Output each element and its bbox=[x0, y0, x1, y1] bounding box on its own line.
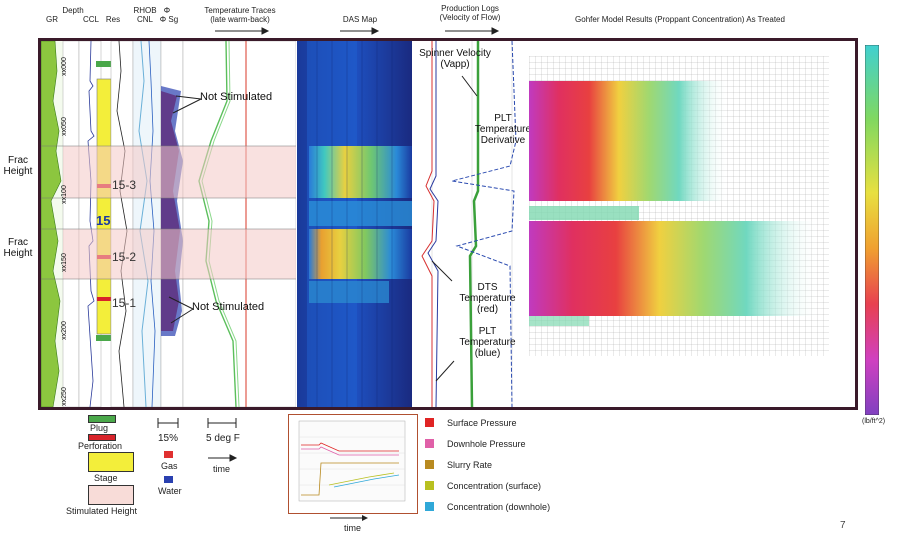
treatment-inset bbox=[288, 414, 418, 514]
header-res: Res bbox=[105, 15, 121, 24]
pressure-legend-swatch bbox=[425, 439, 434, 448]
stage-number: 15 bbox=[96, 213, 111, 228]
header-phi: Φ bbox=[163, 6, 171, 15]
header-ccl: CCL bbox=[82, 15, 99, 24]
header-phi-sg: Φ Sg bbox=[159, 15, 179, 24]
frac-height-label: Frac Height bbox=[3, 155, 33, 177]
inset-time-arrow bbox=[330, 515, 368, 521]
pressure-legend-swatch bbox=[425, 418, 434, 427]
depth-tick: xx050 bbox=[60, 117, 68, 136]
frac-height-label: Frac Height bbox=[3, 237, 33, 259]
depth-tick: xx100 bbox=[60, 185, 68, 204]
not-stimulated-annotation: Not Stimulated bbox=[192, 301, 265, 313]
depth-tick: xx000 bbox=[60, 57, 68, 76]
depth-tick: xx250 bbox=[60, 387, 68, 406]
legend-plug-label: Plug bbox=[90, 423, 109, 433]
temp-trace-green bbox=[198, 41, 237, 407]
gr-curve bbox=[41, 41, 62, 407]
colorbar bbox=[865, 45, 879, 415]
das-map bbox=[297, 41, 412, 407]
header-temp-traces-sub: (late warm-back) bbox=[210, 15, 270, 24]
scale-pct: 15% bbox=[158, 433, 179, 444]
plt-derivative-curve bbox=[451, 41, 517, 407]
header-production-logs: Production Logs bbox=[441, 4, 499, 13]
plt-temperature-curve bbox=[427, 41, 439, 407]
res-curve bbox=[116, 41, 128, 407]
water-swatch bbox=[164, 476, 173, 483]
header-das-map: DAS Map bbox=[342, 15, 378, 24]
scale-water: Water bbox=[158, 486, 182, 496]
depth-tick: xx150 bbox=[60, 253, 68, 272]
not-stimulated-annotation: Not Stimulated bbox=[200, 91, 273, 103]
pressure-legend-label: Slurry Rate bbox=[447, 460, 493, 470]
header-gr: GR bbox=[46, 15, 58, 24]
scale-arrows bbox=[157, 418, 238, 462]
page-number: 7 bbox=[840, 520, 846, 531]
header-gohfer: Gohfer Model Results (Proppant Concentra… bbox=[575, 15, 785, 24]
cnl-curve bbox=[148, 41, 156, 407]
dts-annotation: DTS Temperature (red) bbox=[459, 282, 516, 315]
dts-temperature-curve bbox=[421, 41, 435, 407]
scale-gas: Gas bbox=[161, 461, 178, 471]
gas-swatch bbox=[164, 451, 173, 458]
header-rhob: RHOB bbox=[133, 6, 157, 15]
depth-tick: xx200 bbox=[60, 321, 68, 340]
legend-stage-swatch bbox=[88, 452, 134, 472]
legend-perforation-swatch bbox=[88, 434, 116, 441]
pressure-legend-swatch bbox=[425, 481, 434, 490]
colorbar-unit: (lb/ft^2) bbox=[862, 418, 886, 425]
pressure-legend: Surface Pressure Downhole Pressure Slurr… bbox=[425, 418, 625, 518]
pressure-legend-label: Downhole Pressure bbox=[447, 439, 526, 449]
pressure-legend-label: Surface Pressure bbox=[447, 418, 517, 428]
legend-stimulated-swatch bbox=[88, 485, 134, 505]
rhob-curve bbox=[138, 41, 149, 407]
scale-time: time bbox=[213, 464, 231, 474]
header-depth: Depth bbox=[62, 6, 84, 15]
main-frame bbox=[38, 38, 858, 410]
scale-deg: 5 deg F bbox=[206, 433, 240, 444]
depth-ticks: xx000 xx050 xx100 xx150 xx200 xx250 bbox=[60, 41, 79, 407]
production-logs bbox=[412, 41, 528, 407]
legend-stage-label: Stage bbox=[94, 473, 118, 483]
temp-trace-green-2 bbox=[201, 41, 240, 407]
inset-time-label: time bbox=[344, 523, 362, 533]
header-arrows bbox=[215, 27, 500, 35]
stage-label: 15-2 bbox=[112, 250, 137, 264]
stage-label: 15-3 bbox=[112, 178, 137, 192]
plt-derivative-annotation: PLT Temperature Derivative bbox=[474, 113, 532, 146]
header-production-logs-sub: (Velocity of Flow) bbox=[439, 13, 501, 22]
legend-plug-swatch bbox=[88, 415, 116, 423]
ccl-curve bbox=[87, 41, 95, 407]
treatment-inset-plot bbox=[298, 420, 406, 502]
pressure-legend-swatch bbox=[425, 460, 434, 469]
pressure-legend-label: Concentration (downhole) bbox=[447, 502, 551, 512]
header-cnl: CNL bbox=[136, 15, 153, 24]
plt-blue-annotation: PLT Temperature (blue) bbox=[459, 326, 516, 359]
header-temp-traces: Temperature Traces bbox=[204, 6, 276, 15]
stage-label: 15-1 bbox=[112, 296, 137, 310]
pressure-legend-swatch bbox=[425, 502, 434, 511]
spinner-velocity-curve bbox=[468, 41, 480, 407]
spinner-annotation: Spinner Velocity (Vapp) bbox=[419, 48, 491, 70]
legend-perforation-label: Perforation bbox=[78, 441, 123, 451]
gohfer-model bbox=[529, 56, 851, 356]
pressure-legend-label: Concentration (surface) bbox=[447, 481, 542, 491]
legend-stimulated-label: Stimulated Height bbox=[66, 506, 138, 516]
log-tracks bbox=[41, 41, 296, 407]
